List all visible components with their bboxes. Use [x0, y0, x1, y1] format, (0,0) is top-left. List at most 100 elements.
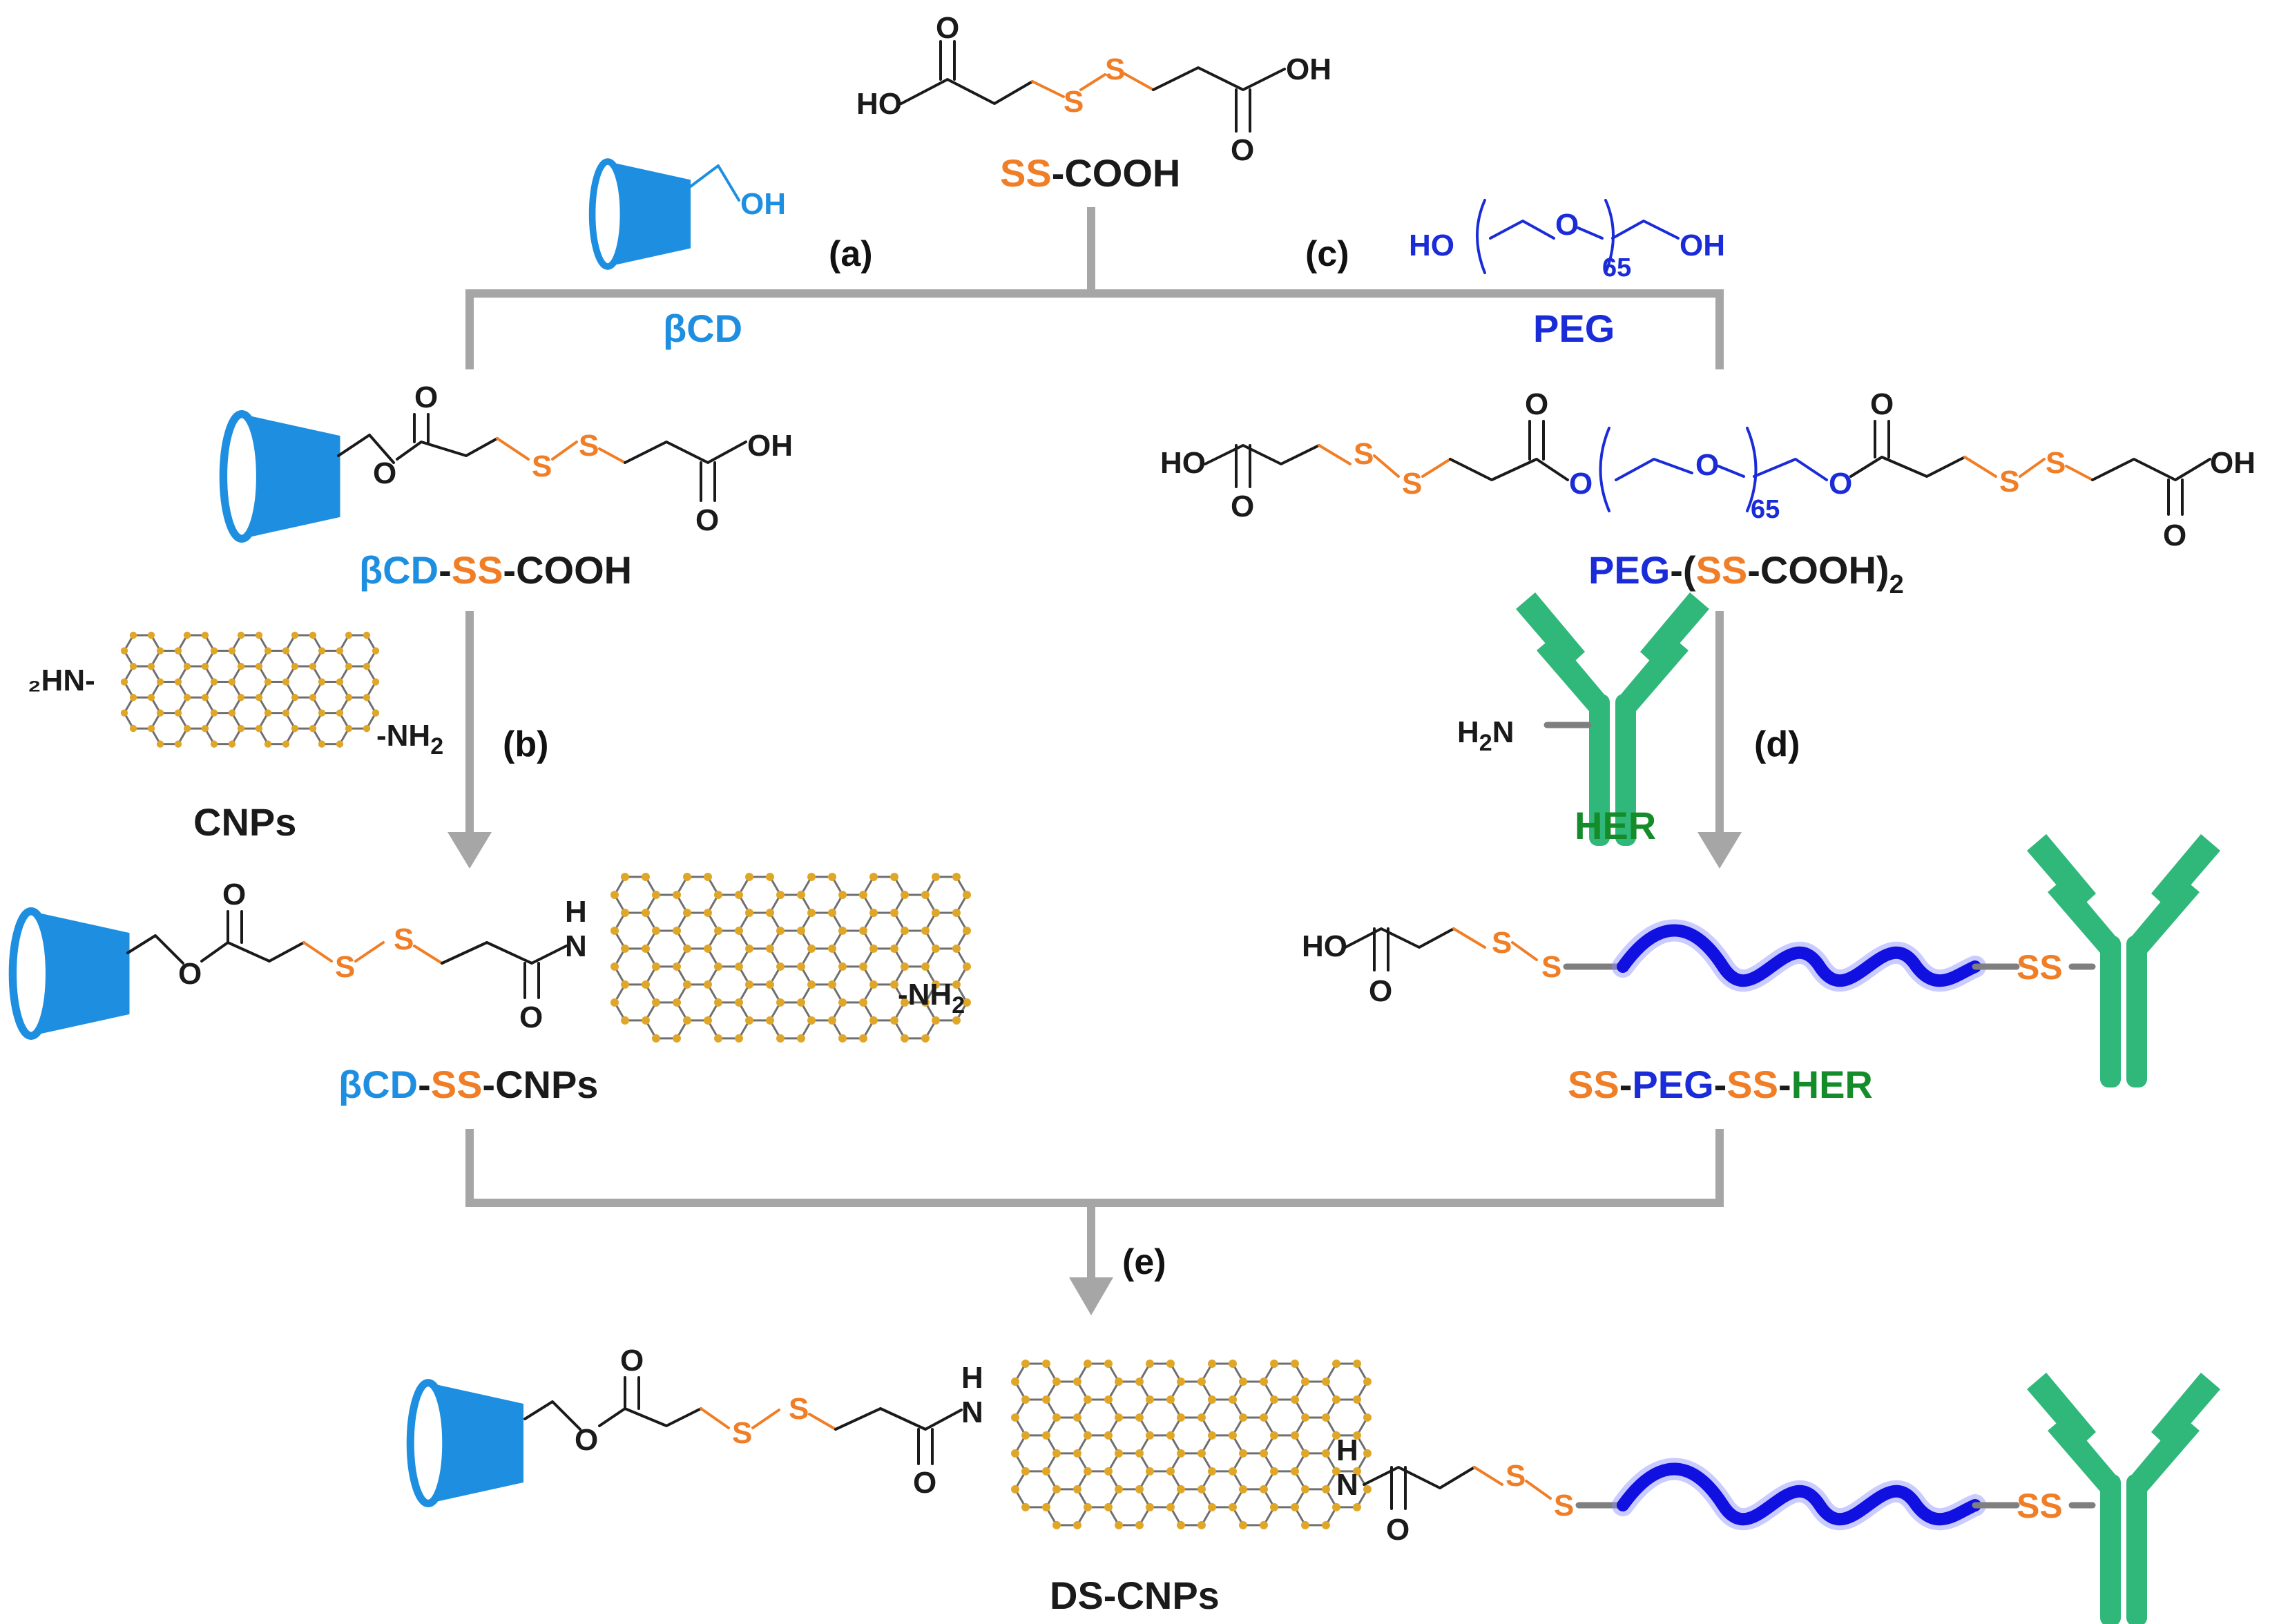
lattice-atom: [1322, 1520, 1330, 1529]
lattice-atom: [807, 980, 816, 989]
lattice-atom: [1135, 1377, 1144, 1386]
lattice-atom: [621, 980, 629, 989]
step-c-label: (c): [1305, 234, 1349, 274]
lattice-atom: [1291, 1467, 1299, 1476]
oxygen-atom: O: [373, 456, 396, 490]
sulfur-atom: S: [1402, 467, 1422, 501]
lattice-atom: [1208, 1467, 1216, 1476]
oxygen-atom: O: [1369, 974, 1392, 1008]
lattice-atom: [673, 926, 681, 935]
lattice-atom: [1042, 1431, 1050, 1440]
lattice-atom: [1301, 1377, 1309, 1386]
lattice-atom: [237, 662, 245, 670]
lattice-atom: [1146, 1360, 1154, 1368]
lattice-atom: [921, 926, 930, 935]
oxygen-atom: O: [1525, 387, 1548, 421]
lattice-atom: [1353, 1467, 1361, 1476]
lattice-atom: [255, 724, 263, 733]
lattice-atom: [1197, 1449, 1206, 1458]
lattice-atom: [228, 678, 236, 686]
hydroxyl-atom: HO: [856, 87, 902, 121]
lattice-atom: [1353, 1395, 1361, 1404]
lattice-atom: [129, 662, 137, 670]
disulfide-atom: SS: [2017, 948, 2063, 987]
sulfur-atom: S: [394, 922, 414, 956]
lattice-atom: [1104, 1431, 1113, 1440]
bcd-label: βCD: [663, 307, 742, 350]
lattice-atom: [1146, 1467, 1154, 1476]
lattice-atom: [807, 944, 816, 953]
lattice-atom: [1197, 1413, 1206, 1422]
lattice-atom: [1042, 1502, 1050, 1511]
lattice-atom: [1011, 1449, 1019, 1458]
oxygen-atom: O: [913, 1466, 936, 1500]
lattice-atom: [890, 944, 898, 953]
lattice-atom: [1229, 1395, 1237, 1404]
lattice-atom: [838, 998, 847, 1007]
lattice-atom: [714, 890, 722, 899]
lattice-atom: [210, 709, 218, 717]
lattice-atom: [1208, 1360, 1216, 1368]
lattice-atom: [766, 944, 774, 953]
lattice-atom: [683, 908, 691, 917]
lattice-atom: [1084, 1360, 1092, 1368]
lattice-atom: [174, 740, 182, 748]
lattice-atom: [1115, 1449, 1123, 1458]
lattice-atom: [890, 1016, 898, 1025]
lattice-atom: [1270, 1467, 1278, 1476]
lattice-atom: [345, 662, 353, 670]
lattice-atom: [1363, 1485, 1372, 1494]
graphene-lattice-icon: [610, 873, 971, 1043]
lattice-atom: [1197, 1520, 1206, 1529]
amide-h: H: [961, 1361, 983, 1395]
lattice-atom: [1301, 1449, 1309, 1458]
oxygen-atom: O: [620, 1344, 644, 1378]
lattice-atom: [1177, 1413, 1185, 1422]
disulfide-atom: SS: [2017, 1487, 2063, 1525]
lattice-atom: [1291, 1360, 1299, 1368]
lattice-atom: [282, 740, 290, 748]
her-reagent: H2N HER: [1457, 592, 1709, 847]
lattice-atom: [363, 724, 371, 733]
lattice-atom: [963, 926, 971, 935]
lattice-atom: [1011, 1413, 1019, 1422]
lattice-atom: [282, 647, 290, 655]
bcd-ss-cooh-label: βCD-SS-COOH: [359, 548, 632, 592]
lattice-atom: [183, 662, 191, 670]
lattice-atom: [345, 631, 353, 639]
lattice-atom: [1104, 1360, 1113, 1368]
lattice-atom: [129, 724, 137, 733]
lattice-atom: [828, 873, 836, 881]
hydroxyl-atom: HO: [1160, 446, 1206, 480]
lattice-atom: [1322, 1485, 1330, 1494]
lattice-atom: [210, 678, 218, 686]
oxygen-atom: O: [1569, 467, 1593, 501]
lattice-atom: [859, 926, 867, 935]
lattice-atom: [1073, 1485, 1081, 1494]
lattice-atom: [745, 944, 753, 953]
lattice-atom: [901, 926, 909, 935]
lattice-atom: [1270, 1360, 1278, 1368]
lattice-atom: [1208, 1431, 1216, 1440]
lattice-atom: [797, 926, 805, 935]
lattice-atom: [309, 662, 317, 670]
peg-ss-cooh2-label: PEG-(SS-COOH)2: [1588, 548, 1904, 599]
graphene-lattice-icon: [1011, 1360, 1372, 1529]
oxygen-atom: O: [575, 1423, 598, 1457]
lattice-atom: [1166, 1467, 1175, 1476]
lattice-atom: [264, 678, 272, 686]
lattice-atom: [147, 693, 155, 702]
lattice-atom: [1177, 1520, 1185, 1529]
lattice-atom: [952, 944, 961, 953]
lattice-atom: [1363, 1377, 1372, 1386]
lattice-atom: [264, 709, 272, 717]
lattice-atom: [735, 890, 743, 899]
lattice-atom: [1208, 1502, 1216, 1511]
lattice-atom: [859, 962, 867, 971]
lattice-atom: [714, 962, 722, 971]
oxygen-atom: O: [1870, 387, 1894, 421]
lattice-atom: [1115, 1485, 1123, 1494]
lattice-atom: [318, 678, 326, 686]
lattice-atom: [309, 693, 317, 702]
lattice-atom: [838, 926, 847, 935]
